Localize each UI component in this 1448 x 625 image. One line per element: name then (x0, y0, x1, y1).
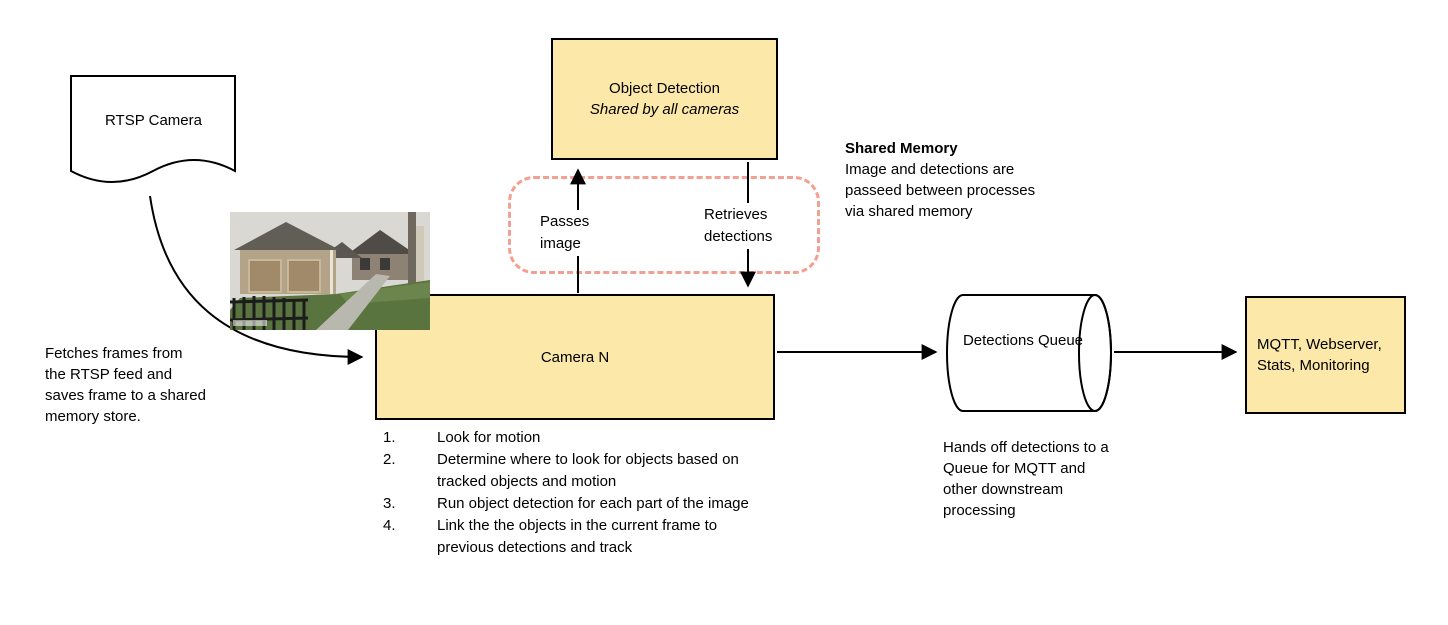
rtsp-camera-label: RTSP Camera (105, 112, 202, 129)
shared-memory-note-title: Shared Memory (845, 140, 958, 157)
camera-step-1: Look for motion (383, 427, 541, 449)
camera-n-node: Camera N (375, 294, 775, 420)
object-detection-subtitle: Shared by all cameras (589, 101, 740, 118)
shared-memory-region (508, 176, 820, 274)
object-detection-title: Object Detection (609, 80, 720, 97)
camera-step-4: Link the the objects in the current fram… (383, 515, 718, 556)
camera-feed-photo-icon (229, 212, 430, 330)
outputs-node: MQTT, Webserver, Stats, Monitoring (1245, 296, 1406, 414)
camera-steps-list: Look for motion Determine where to look … (383, 427, 755, 559)
camera-snapshot-image (229, 212, 430, 330)
detections-queue-shape (945, 293, 1113, 413)
camera-step-2: Determine where to look for objects base… (383, 449, 739, 490)
document-shape-icon (70, 75, 236, 183)
object-detection-node: Object Detection Shared by all cameras (551, 38, 778, 160)
shared-memory-note: Shared Memory Image and detections are p… (845, 138, 1057, 222)
camera-step-3: Run object detection for each part of th… (383, 493, 749, 515)
rtsp-camera-shape (70, 75, 237, 195)
retrieves-detections-label: Retrieves detections (702, 203, 788, 249)
detections-queue-label: Detections Queue (962, 332, 1084, 349)
camera-n-label: Camera N (540, 348, 610, 366)
outputs-label: MQTT, Webserver, Stats, Monitoring (1257, 336, 1382, 374)
fetch-frames-note: Fetches frames from the RTSP feed and sa… (45, 345, 206, 425)
hands-off-note: Hands off detections to a Queue for MQTT… (943, 439, 1109, 519)
passes-image-label: Passes image (538, 210, 604, 256)
queue-cylinder-icon (946, 294, 1112, 412)
shared-memory-note-body: Image and detections are passeed between… (845, 161, 1036, 220)
